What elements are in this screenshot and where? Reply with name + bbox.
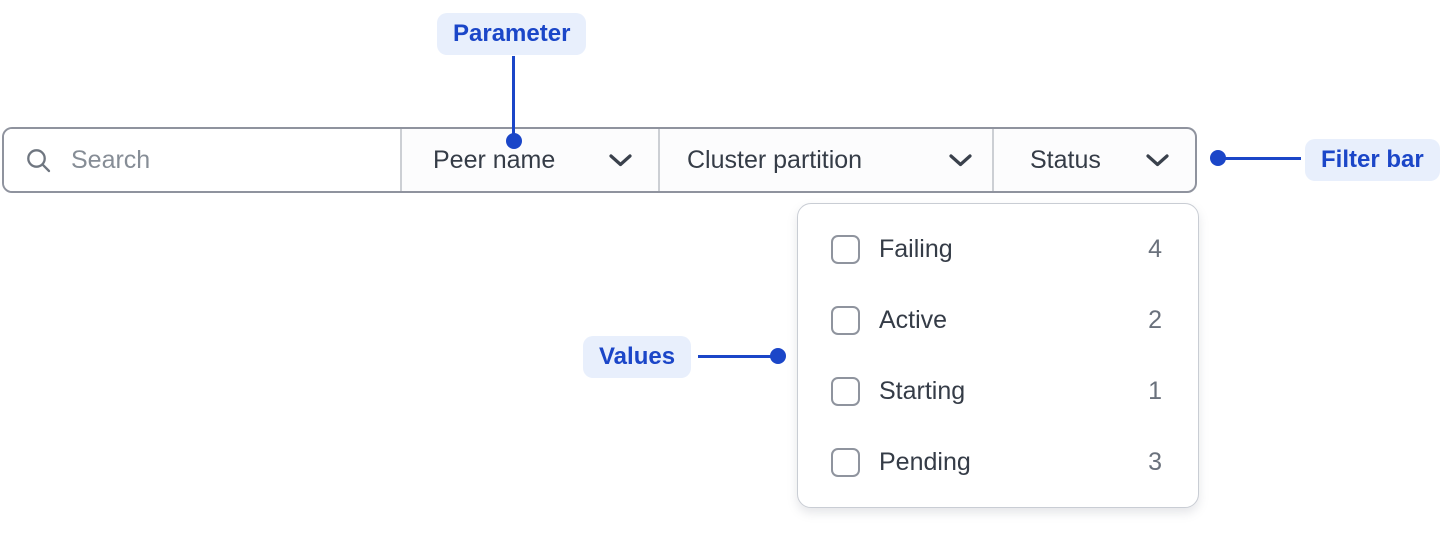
- option-row-starting[interactable]: Starting 1: [798, 356, 1198, 427]
- cluster-partition-dropdown[interactable]: Cluster partition: [658, 129, 992, 191]
- status-dropdown[interactable]: Status: [992, 129, 1195, 191]
- chevron-down-icon: [608, 153, 633, 168]
- failing-checkbox[interactable]: [831, 235, 860, 264]
- parameter-connector-line: [512, 56, 515, 136]
- peer-name-dropdown[interactable]: Peer name: [400, 129, 658, 191]
- option-row-failing[interactable]: Failing 4: [798, 214, 1198, 285]
- failing-option-count: 4: [1148, 235, 1162, 263]
- search-input[interactable]: [71, 145, 371, 175]
- failing-option-label: Failing: [879, 235, 953, 263]
- filter-bar: Peer name Cluster partition Status: [2, 127, 1197, 193]
- search-field[interactable]: [4, 129, 400, 191]
- filter-bar-connector-dot: [1210, 150, 1226, 166]
- filter-bar-connector-line: [1223, 157, 1301, 160]
- values-connector-dot: [770, 348, 786, 364]
- parameter-annotation-label: Parameter: [437, 13, 587, 55]
- search-icon: [25, 147, 52, 174]
- values-annotation-label: Values: [583, 336, 692, 378]
- pending-option-count: 3: [1148, 448, 1162, 476]
- active-option-count: 2: [1148, 306, 1162, 334]
- option-row-active[interactable]: Active 2: [798, 285, 1198, 356]
- status-values-panel: Failing 4 Active 2 Starting 1 Pending 3: [797, 203, 1199, 508]
- status-dropdown-label: Status: [1030, 145, 1101, 174]
- starting-option-count: 1: [1148, 377, 1162, 405]
- starting-checkbox[interactable]: [831, 377, 860, 406]
- active-checkbox[interactable]: [831, 306, 860, 335]
- chevron-down-icon: [948, 153, 973, 168]
- chevron-down-icon: [1145, 153, 1170, 168]
- filter-bar-annotation-label: Filter bar: [1305, 139, 1440, 181]
- starting-option-label: Starting: [879, 377, 966, 405]
- peer-name-dropdown-label: Peer name: [433, 145, 556, 174]
- parameter-connector-dot: [506, 133, 522, 149]
- pending-checkbox[interactable]: [831, 448, 860, 477]
- pending-option-label: Pending: [879, 448, 971, 476]
- option-row-pending[interactable]: Pending 3: [798, 427, 1198, 498]
- values-connector-line: [698, 355, 772, 358]
- active-option-label: Active: [879, 306, 948, 334]
- cluster-partition-dropdown-label: Cluster partition: [687, 145, 863, 174]
